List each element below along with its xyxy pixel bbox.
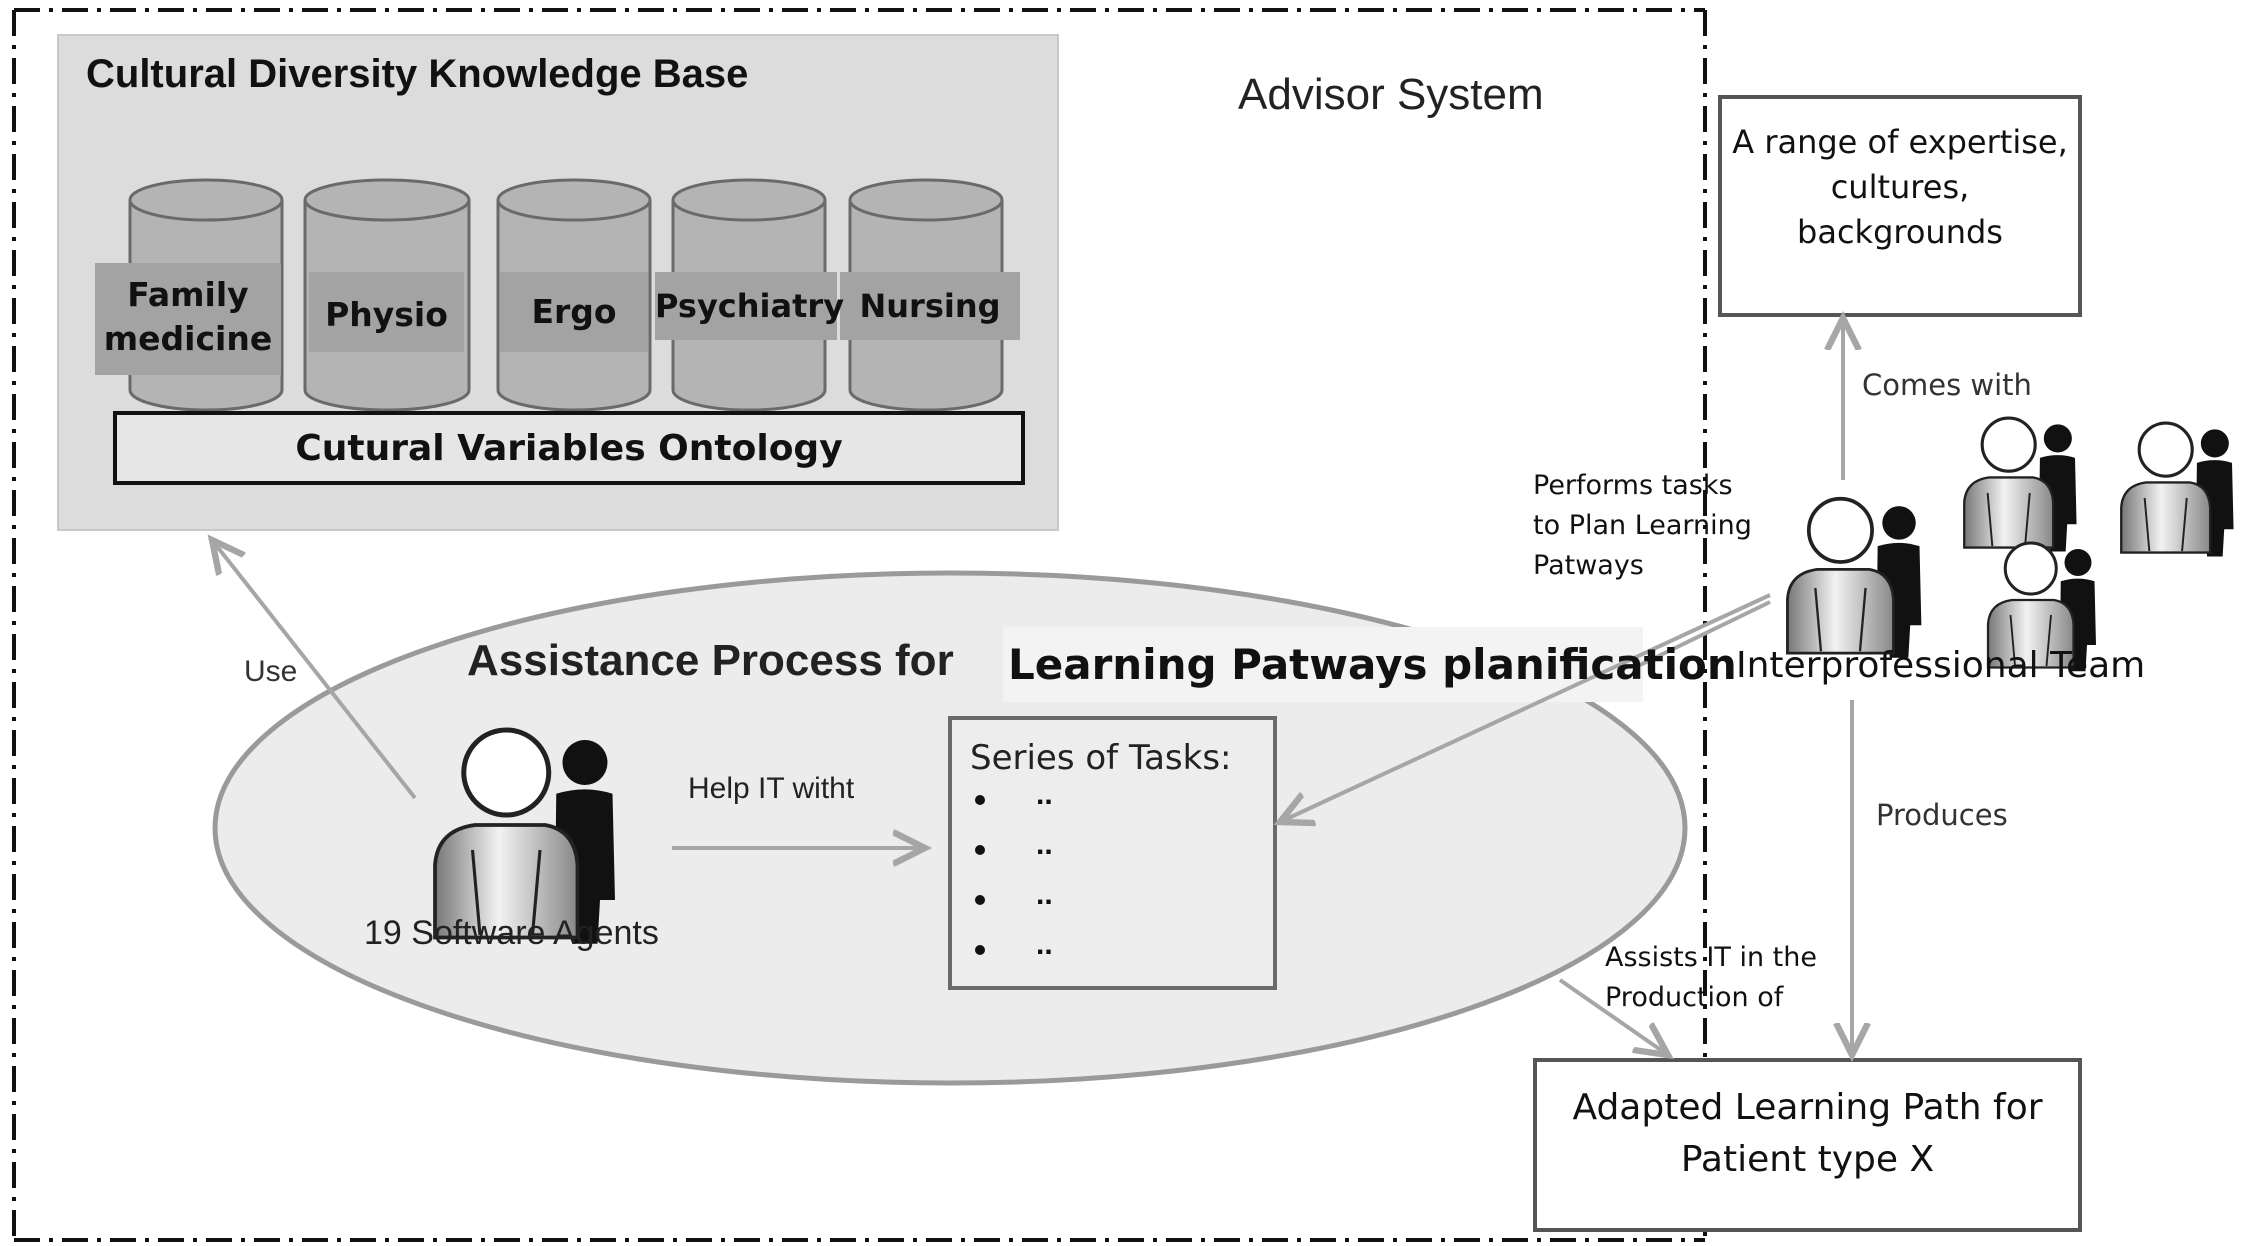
comes-with-label: Comes with	[1862, 368, 2032, 402]
assistance-process-title: Assistance Process for	[467, 636, 954, 685]
software-agents-label: 19 Software Agents	[364, 914, 659, 952]
performs-label: Performs tasks to Plan Learning Patways	[1533, 470, 1752, 581]
use-label: Use	[244, 655, 298, 688]
db-label-psychiatry: Psychiatry	[655, 287, 845, 325]
help-label: Help IT witht	[688, 772, 855, 805]
ontology-label: Cutural Variables Ontology	[295, 428, 843, 469]
task-item: ..	[1036, 778, 1053, 811]
assists-label: Assists IT in the Production of	[1605, 942, 1817, 1013]
ontology-bar	[113, 411, 1025, 485]
output-box	[1533, 1058, 2082, 1232]
performs-arrow	[1280, 593, 1771, 822]
tasks-title: Series of Tasks:	[970, 738, 1232, 778]
team-member-icon	[2119, 421, 2236, 559]
interprofessional-team-label: Interprofessional Team	[1736, 645, 2146, 686]
task-bullets	[975, 795, 985, 955]
learning-patways-title: Learning Patways planification	[1008, 640, 1737, 689]
series-of-tasks-box	[948, 716, 1277, 990]
team-member-icon	[1962, 416, 2079, 554]
expertise-text: A range of expertise, cultures, backgrou…	[1732, 123, 2068, 251]
knowledge-base-title: Cultural Diversity Knowledge Base	[86, 52, 749, 96]
task-item: ..	[1036, 828, 1053, 861]
advisor-system-label: Advisor System	[1238, 70, 1544, 119]
use-arrow	[212, 540, 417, 800]
assists-arrow	[1558, 978, 1668, 1055]
db-label-physio: Physio	[325, 295, 448, 334]
produces-label: Produces	[1876, 798, 2008, 832]
task-item: ..	[1036, 928, 1053, 961]
task-item: ..	[1036, 878, 1053, 911]
team-lead-icon	[1785, 496, 1924, 660]
output-text: Adapted Learning Path for Patient type X	[1572, 1087, 2043, 1180]
db-label-nursing: Nursing	[859, 287, 1001, 325]
db-label-family-medicine: Family medicine	[103, 275, 273, 358]
db-label-ergo: Ergo	[531, 292, 617, 331]
expertise-box	[1718, 95, 2082, 317]
